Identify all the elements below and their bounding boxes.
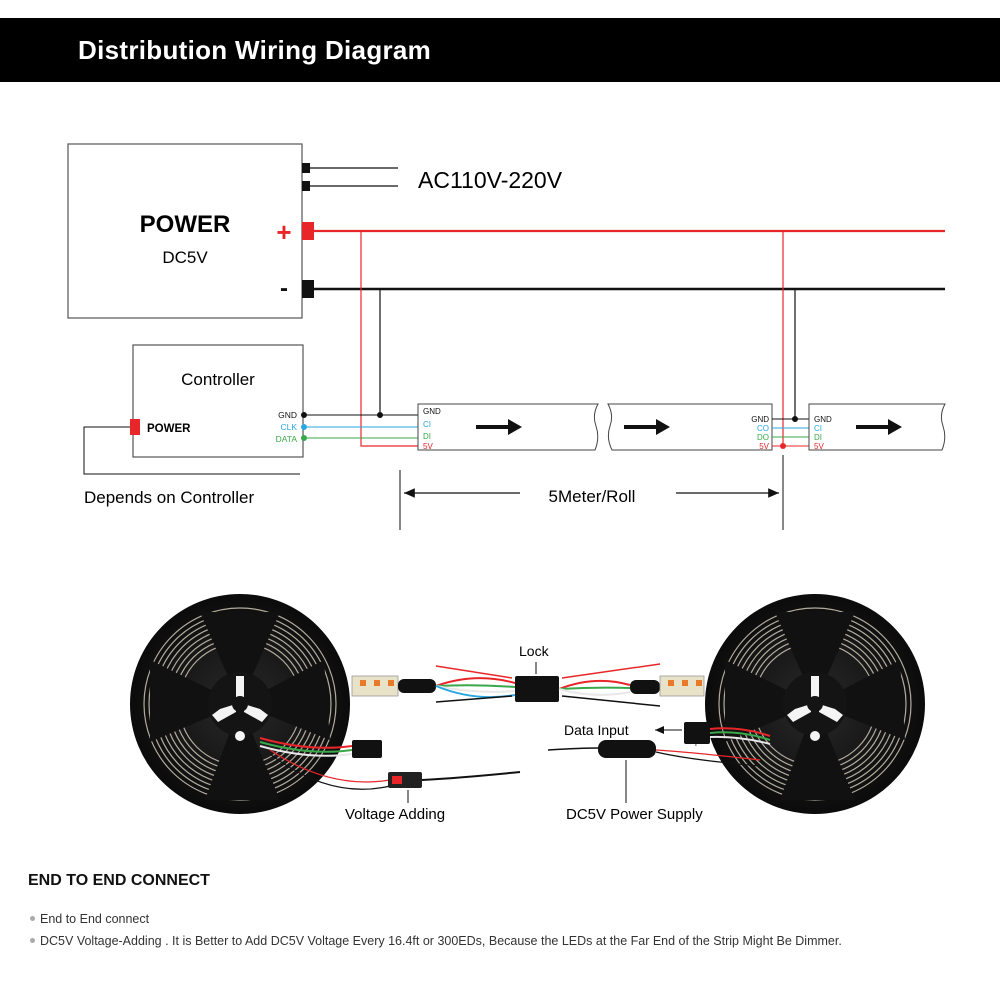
strip1-pin-di: DI — [423, 432, 431, 441]
dc5v-power-plug — [598, 740, 656, 758]
strip2-pin-gnd: GND — [751, 415, 769, 424]
reel-connection-cables — [351, 663, 705, 707]
right-input-cables: + - — [547, 722, 771, 767]
depends-on-controller-label: Depends on Controller — [84, 488, 254, 507]
strip3-pin-5v: 5V — [814, 442, 824, 451]
led-reel-right — [705, 594, 925, 814]
voltage-adding-label: Voltage Adding — [345, 806, 445, 823]
controller-pin-data: DATA — [276, 434, 298, 444]
plus-sign: + — [693, 739, 699, 750]
strip3-pin-gnd: GND — [814, 415, 832, 424]
ac-terminal-2 — [302, 181, 310, 191]
length-dimension: 5Meter/Roll — [399, 455, 784, 530]
page-title: Distribution Wiring Diagram — [78, 35, 432, 65]
bullet-dot-icon — [30, 938, 35, 944]
feed-wires — [360, 231, 796, 447]
strip1-pin-5v: 5V — [423, 442, 433, 451]
lock-label: Lock — [519, 643, 550, 659]
strip-segment-2: GND CO DO 5V — [607, 403, 773, 451]
strip2-pin-co: CO — [757, 424, 769, 433]
led-reel-left — [130, 594, 350, 814]
plus-symbol: + — [276, 217, 291, 247]
minus-symbol: - — [280, 275, 288, 302]
strip3-pin-di: DI — [814, 433, 822, 442]
strip-joint-wires — [772, 416, 809, 449]
controller-box: Controller POWER GND CLK DATA — [130, 344, 307, 458]
flow-arrow-3 — [888, 419, 902, 435]
voltage-adding-cable — [259, 737, 521, 790]
photo-labels: Lock Data Input Voltage Adding DC5V Powe… — [345, 643, 703, 823]
controller-power-label: POWER — [147, 423, 191, 435]
strip-segment-3: GND CI DI 5V — [808, 403, 946, 451]
flow-arrow-2 — [656, 419, 670, 435]
bullet-text-1: End to End connect — [40, 912, 150, 926]
power-voltage: DC5V — [162, 248, 208, 267]
controller-pin-gnd: GND — [278, 410, 297, 420]
data-input-label: Data Input — [564, 722, 629, 738]
signal-wires — [307, 412, 418, 439]
bullet-dot-icon — [30, 916, 35, 922]
controller-power-cable — [83, 426, 300, 475]
strip1-pin-gnd: GND — [423, 407, 441, 416]
data-input-connector — [684, 722, 710, 744]
controller-pin-clk: CLK — [280, 422, 297, 432]
bullet-text-2: DC5V Voltage-Adding . It is Better to Ad… — [40, 934, 842, 948]
length-label: 5Meter/Roll — [549, 487, 636, 506]
ac-terminal-1 — [302, 163, 310, 173]
bullet-item-1: End to End connect — [30, 912, 149, 926]
minus-sign: - — [693, 754, 696, 765]
strip2-pin-5v: 5V — [759, 442, 769, 451]
ac-input-wires: AC110V-220V — [310, 167, 563, 193]
ac-input-label: AC110V-220V — [418, 167, 563, 193]
end-to-end-title: END TO END CONNECT — [28, 872, 210, 889]
negative-terminal — [302, 280, 314, 298]
flow-arrow-1 — [508, 419, 522, 435]
power-title: POWER — [140, 211, 231, 238]
controller-title: Controller — [181, 370, 255, 389]
strip2-pin-do: DO — [757, 433, 769, 442]
lock-connector — [515, 676, 559, 702]
header-bar: Distribution Wiring Diagram — [0, 18, 1000, 82]
positive-terminal — [302, 222, 314, 240]
power-supply-label: DC5V Power Supply — [566, 806, 703, 823]
strip-segment-1: GND CI DI 5V — [417, 403, 599, 451]
power-supply-box: POWER DC5V + - — [67, 143, 314, 319]
controller-power-terminal — [130, 419, 140, 435]
strip3-pin-ci: CI — [814, 424, 822, 433]
bullet-item-2: DC5V Voltage-Adding . It is Better to Ad… — [30, 934, 842, 948]
strip1-pin-ci: CI — [423, 420, 431, 429]
